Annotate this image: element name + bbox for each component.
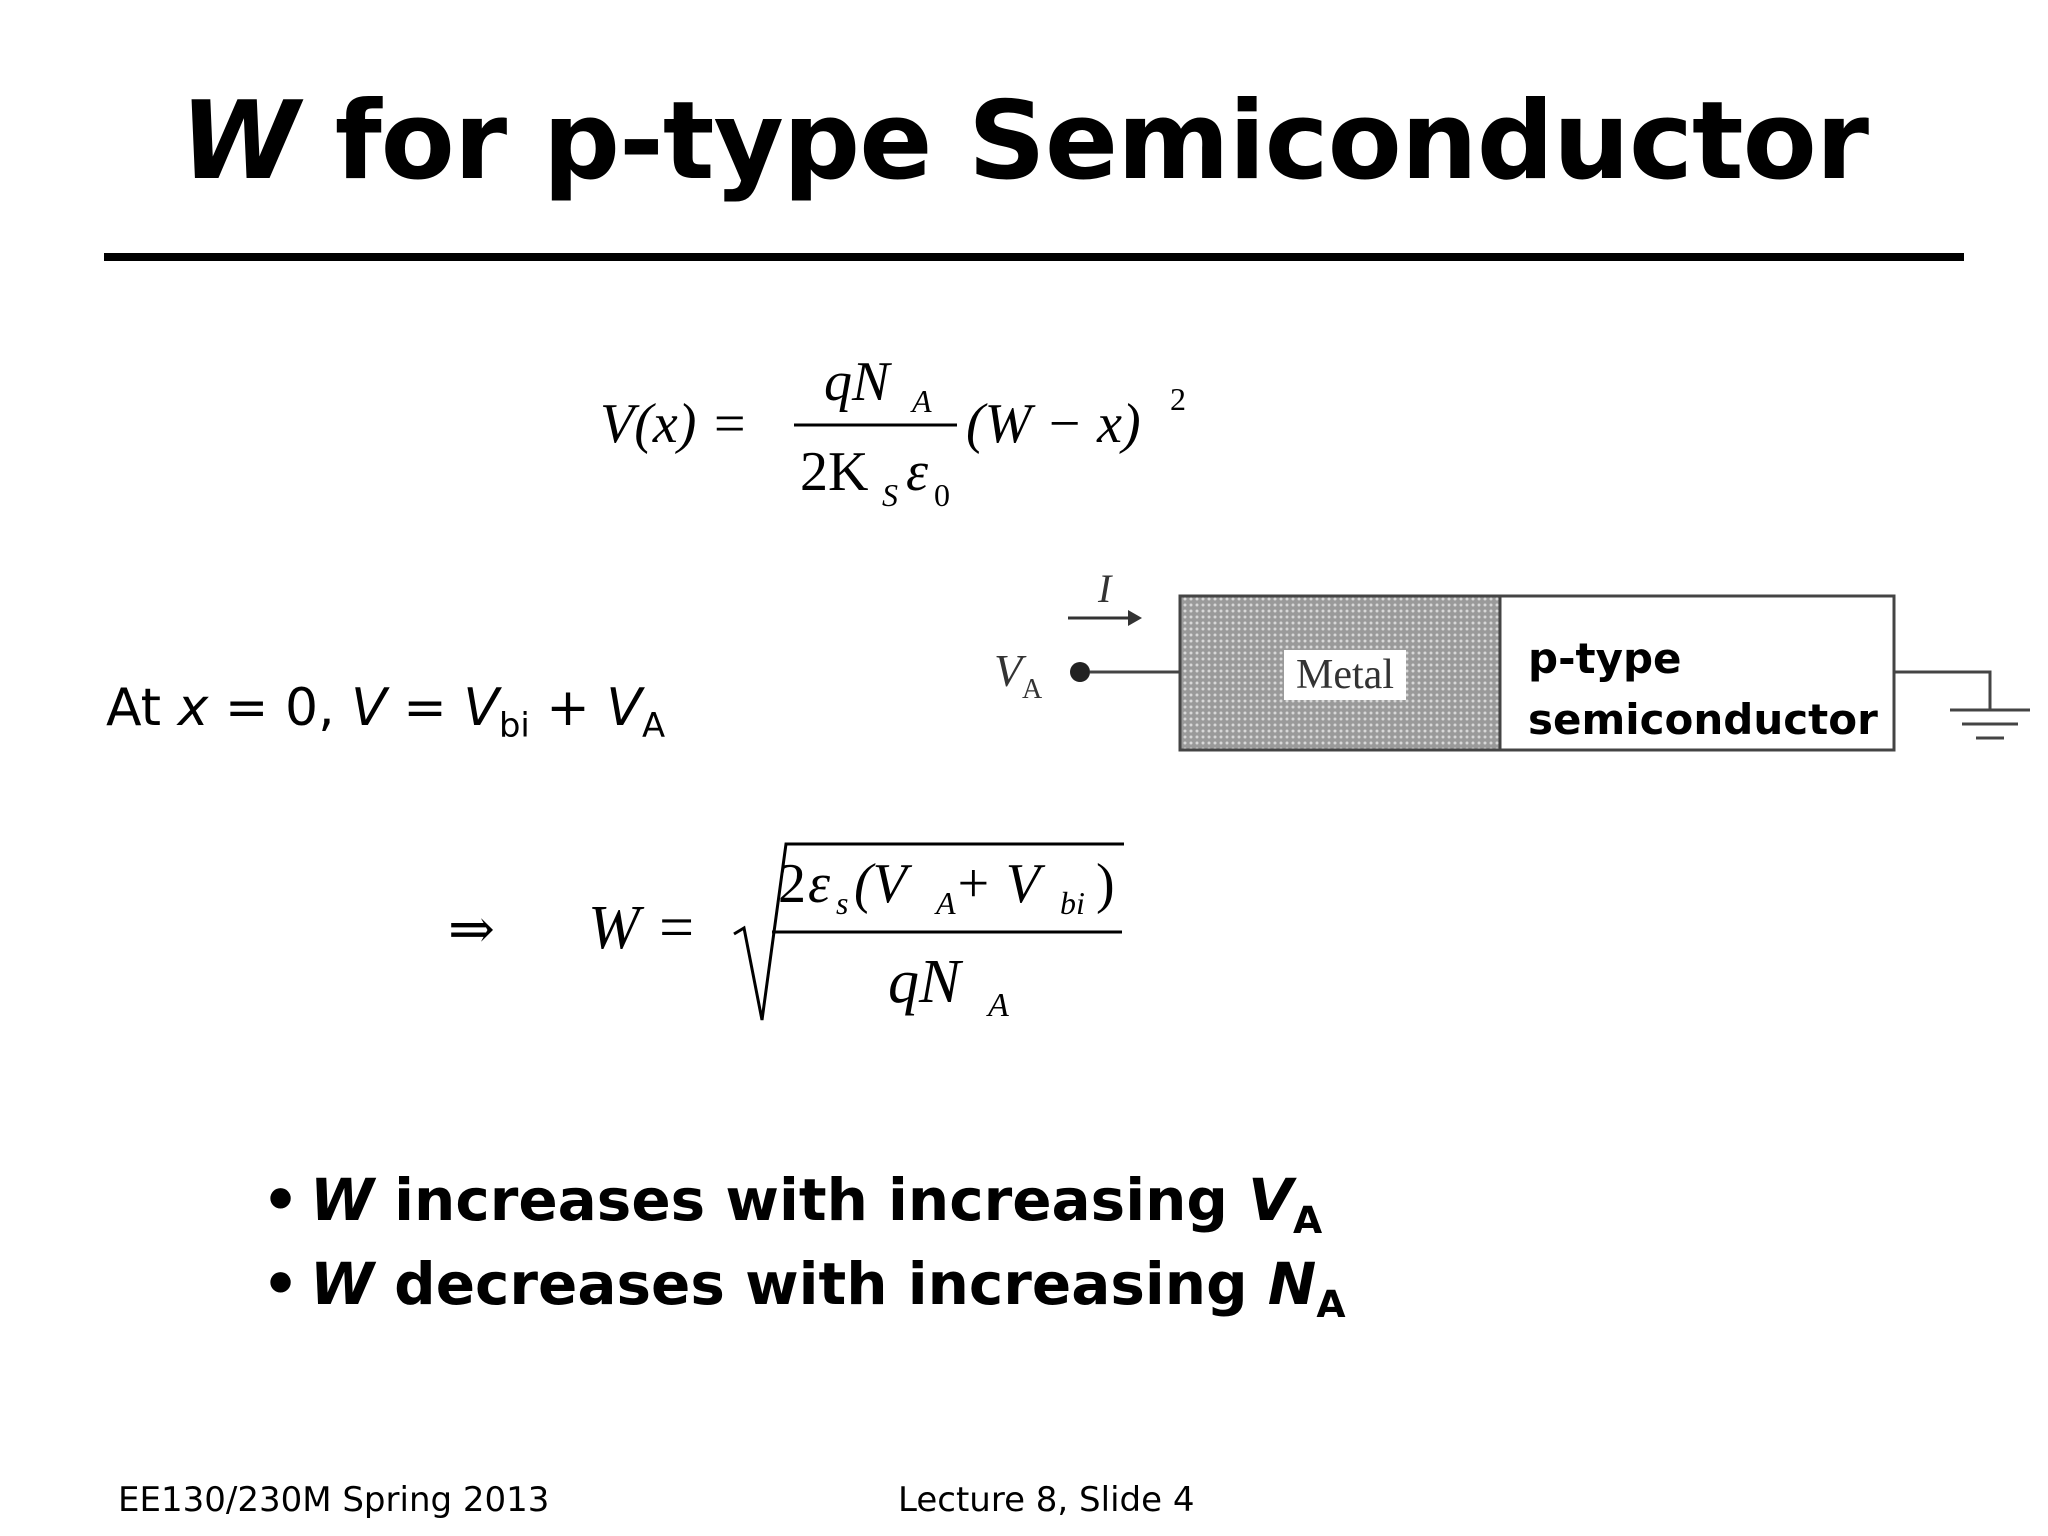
eq1-epsilon: ε xyxy=(906,441,929,503)
boundary-vbi: V xyxy=(463,678,499,738)
eq1-epsilon-sub: 0 xyxy=(934,477,950,513)
boundary-v: V xyxy=(351,678,387,738)
eq2-den-sub: A xyxy=(986,987,1009,1024)
semiconductor-label-line1: p-type xyxy=(1528,634,1682,683)
eq2-num-va-sub: A xyxy=(934,885,956,921)
bullet-item: •W decreases with increasing NA xyxy=(262,1242,1346,1326)
boundary-va-sub: A xyxy=(642,705,666,745)
source-label-sub: A xyxy=(1022,674,1043,705)
footer-slide-ref: Lecture 8, Slide 4 xyxy=(898,1480,1195,1520)
eq2-num-close: ) xyxy=(1096,853,1115,915)
footer-course: EE130/230M Spring 2013 xyxy=(118,1480,550,1520)
boundary-vbi-sub: bi xyxy=(498,705,530,745)
eq2-num-epsilon: ε xyxy=(808,853,831,915)
eq1-lhs: V(x) = xyxy=(600,393,748,455)
eq1-numerator: qN xyxy=(824,351,892,413)
eq1-denominator-sub: S xyxy=(882,477,898,513)
bullet-target-sub: A xyxy=(1292,1198,1323,1243)
bullet-dot: • xyxy=(262,1250,300,1318)
title-variable: W xyxy=(179,79,299,204)
terminal-node xyxy=(1070,662,1090,682)
eq1-rhs: (W − x) xyxy=(966,393,1141,455)
eq2-lhs: W = xyxy=(588,894,697,962)
bullet-list: •W increases with increasing VA •W decre… xyxy=(262,1158,1346,1326)
boundary-x: x xyxy=(177,678,209,738)
boundary-prefix: At xyxy=(106,678,178,738)
eq2-num-vbi-sub: bi xyxy=(1060,885,1085,921)
metal-label: Metal xyxy=(1296,652,1394,698)
boundary-eq1: = 0, xyxy=(208,678,352,738)
eq2-num-open: (V xyxy=(854,853,913,915)
eq2-num-two: 2 xyxy=(778,853,806,915)
boundary-eq2: = xyxy=(386,678,464,738)
eq2-num-plus: + V xyxy=(954,853,1046,915)
bullet-target: N xyxy=(1267,1250,1317,1318)
semiconductor-label-line2: semiconductor xyxy=(1528,695,1878,744)
metal-label-bg xyxy=(1284,650,1406,700)
bullet-target: V xyxy=(1248,1166,1293,1234)
bullet-var: W xyxy=(310,1250,374,1318)
eq2-den: qN xyxy=(888,948,964,1016)
current-arrow-head xyxy=(1128,610,1142,626)
equation-depletion-width: ⇒ W = 2 ε s (V A + V bi ) qN A xyxy=(448,842,1124,1024)
eq2-num-epsilon-sub: s xyxy=(836,885,848,921)
semiconductor-label: p-type semiconductor xyxy=(1528,628,1878,750)
eq1-numerator-sub: A xyxy=(910,383,932,419)
bullet-text: decreases with increasing xyxy=(373,1250,1268,1318)
bullet-text: increases with increasing xyxy=(373,1166,1249,1234)
bullet-var: W xyxy=(310,1166,374,1234)
eq2-radical xyxy=(733,842,1124,1021)
eq1-rhs-power: 2 xyxy=(1170,381,1186,417)
bullet-item: •W increases with increasing VA xyxy=(262,1158,1346,1242)
boundary-condition: At x = 0, V = Vbi + VA xyxy=(106,678,665,745)
eq2-implies: ⇒ xyxy=(448,899,495,961)
current-label: I xyxy=(1097,566,1113,611)
source-label: V xyxy=(994,645,1027,696)
eq1-denominator: 2K xyxy=(800,441,868,503)
lead-wire-right xyxy=(1894,670,1992,710)
metal-block xyxy=(1178,594,1502,752)
semiconductor-block xyxy=(1498,594,1896,752)
bullet-target-sub: A xyxy=(1316,1282,1346,1327)
slide-title: W for p-type Semiconductor xyxy=(0,88,2048,196)
title-underline xyxy=(104,253,1964,261)
equation-potential: V(x) = qN A 2K S ε 0 (W − x) 2 xyxy=(600,351,1186,513)
bullet-dot: • xyxy=(262,1166,300,1234)
title-text: for p-type Semiconductor xyxy=(298,79,1869,204)
metal-semiconductor-diagram: I V A Metal xyxy=(994,566,2030,752)
boundary-plus: + xyxy=(529,678,607,738)
boundary-va: V xyxy=(606,678,642,738)
